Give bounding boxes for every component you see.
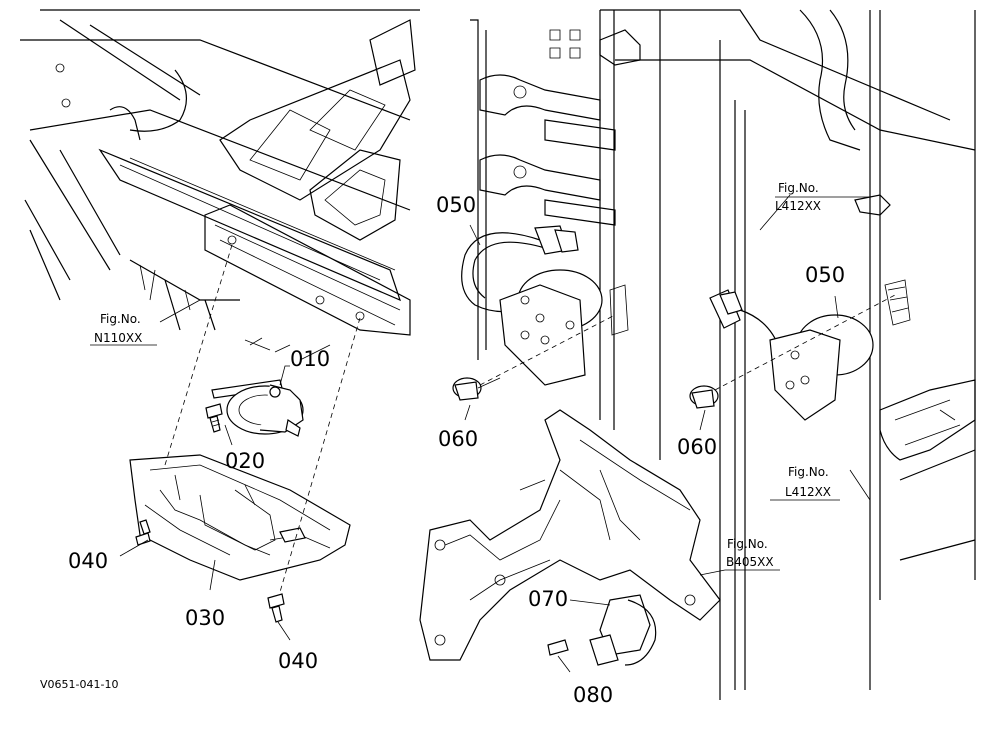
fig-ref-l412-top-code: L412XX bbox=[775, 199, 821, 213]
left-frame-structure bbox=[20, 9, 420, 361]
bolt-part-020 bbox=[205, 403, 223, 433]
left-leader-lines bbox=[119, 244, 361, 641]
part-label-060-right: 060 bbox=[677, 435, 717, 459]
fig-ref-l412-bottom-code: L412XX bbox=[785, 485, 831, 499]
cover-part-030 bbox=[129, 454, 351, 581]
part-label-040-right: 040 bbox=[278, 649, 318, 673]
bracket-assembly bbox=[419, 409, 721, 666]
bolt-part-060-right bbox=[689, 385, 719, 409]
fig-ref-n110-code: N110XX bbox=[94, 331, 142, 345]
part-label-040-left: 040 bbox=[68, 549, 108, 573]
part-label-050-left: 050 bbox=[436, 193, 476, 217]
fig-ref-b405-title: Fig.No. bbox=[727, 537, 768, 551]
bolt-part-040-right bbox=[267, 593, 285, 623]
switch-part-050-right bbox=[709, 289, 874, 421]
right-leader-lines bbox=[90, 194, 896, 673]
part-label-070: 070 bbox=[528, 587, 568, 611]
bolt-part-040-left bbox=[135, 519, 151, 546]
switch-part-050-left bbox=[461, 225, 603, 386]
bolt-part-060-left bbox=[452, 377, 501, 401]
part-label-020: 020 bbox=[225, 449, 265, 473]
fig-ref-l412-top-title: Fig.No. bbox=[778, 181, 819, 195]
right-frame-structure bbox=[470, 9, 976, 700]
fig-ref-n110-title: Fig.No. bbox=[100, 312, 141, 326]
part-label-050-right: 050 bbox=[805, 263, 845, 287]
drawing-code: V0651-041-10 bbox=[40, 678, 118, 691]
part-label-080: 080 bbox=[573, 683, 613, 707]
fig-ref-l412-bottom-title: Fig.No. bbox=[788, 465, 829, 479]
part-label-030: 030 bbox=[185, 606, 225, 630]
horn-part-010 bbox=[211, 379, 304, 437]
part-label-060-left: 060 bbox=[438, 427, 478, 451]
part-label-010: 010 bbox=[290, 347, 330, 371]
fig-ref-b405-code: B405XX bbox=[726, 555, 774, 569]
